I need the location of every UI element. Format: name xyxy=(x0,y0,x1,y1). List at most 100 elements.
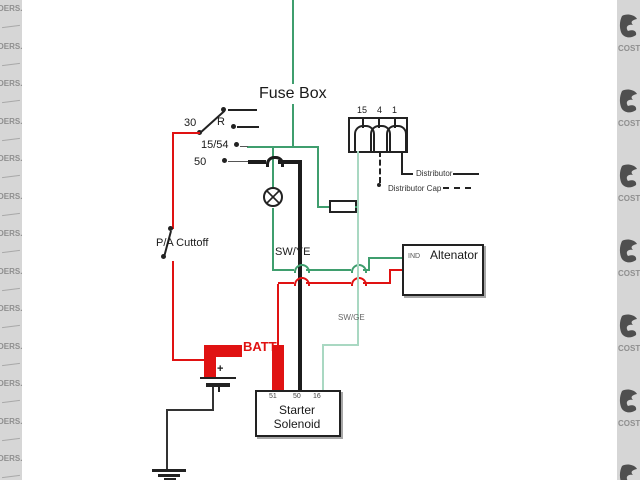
swge-label: SW/GE xyxy=(338,313,365,322)
wire-pa-to-battery-v xyxy=(172,261,174,361)
wire-swye-h1 xyxy=(248,160,266,164)
left-watermark-text: DERS. xyxy=(0,416,22,426)
wire-resistor-left xyxy=(319,206,331,208)
legend-distributor-label: Distributor xyxy=(416,169,453,178)
terminal-15-54-label: 15/54 xyxy=(201,139,229,151)
wire-charge-h4 xyxy=(389,269,402,271)
batt-label: BATT xyxy=(243,339,277,354)
coil-terminal-4-label: 4 xyxy=(377,105,383,115)
battery-neg-wire-v1 xyxy=(212,387,214,411)
left-watermark-dash xyxy=(2,137,20,141)
right-watermark-logo-icon xyxy=(619,14,639,45)
left-watermark-text: DERS. xyxy=(0,229,22,238)
swye-label: SW/YE xyxy=(275,246,311,258)
right-watermark-logo-icon xyxy=(619,164,639,195)
warning-lamp-icon xyxy=(263,187,283,207)
terminal-50-label: 50 xyxy=(194,156,207,168)
alternator-ind-terminal-label: IND xyxy=(408,253,421,260)
lever-contact-line xyxy=(228,109,257,111)
left-watermark-dash xyxy=(2,399,20,404)
legend-distributor-cap-line xyxy=(443,187,471,189)
legend-distributor-cap-label: Distributor Cap xyxy=(388,184,442,193)
lever-end-contact xyxy=(221,107,226,112)
battery-plus-sign: + xyxy=(217,363,224,375)
wire-ind-h2 xyxy=(306,269,351,271)
wire-15-54-horizontal xyxy=(247,146,319,148)
wire-charge-hop-black xyxy=(294,277,310,286)
terminal-30-label: 30 xyxy=(184,117,197,129)
battery-minus-stub xyxy=(218,387,220,392)
battery-plate-long xyxy=(200,377,236,379)
solenoid-terminal-51-label: 51 xyxy=(269,393,277,400)
right-watermark-logo-icon xyxy=(619,389,639,420)
wire-charge-step xyxy=(389,270,391,284)
terminal-r-line xyxy=(237,126,259,128)
battery-cable-to-solenoid xyxy=(272,345,284,390)
right-watermark-strip: COSTCOSTCOSTCOSTCOSTCOSTCOST xyxy=(617,0,640,480)
right-watermark-text: COST xyxy=(618,194,640,203)
coil-stub-1 xyxy=(394,119,396,128)
wire-ind-h3 xyxy=(363,269,370,271)
right-watermark-logo-icon xyxy=(619,239,639,270)
distributor-lead-h xyxy=(401,173,413,175)
right-watermark-logo-icon xyxy=(619,464,639,480)
terminal-r-contact xyxy=(231,124,236,129)
wire-lamp-upper xyxy=(272,148,274,188)
terminal-15-54-stub xyxy=(240,146,248,147)
battery-neg-wire-v2 xyxy=(166,409,168,470)
wire-lamp-lower xyxy=(272,208,274,270)
wire-30-feed-v xyxy=(172,132,174,229)
ballast-resistor xyxy=(329,200,357,213)
coil-terminal-15-label: 15 xyxy=(357,105,368,115)
wire-ind-h1 xyxy=(272,269,294,271)
left-watermark-strip: DERS. DERS. DERS. DERS. DERS. DERS. DERS. DERS.… xyxy=(0,0,22,480)
legend-distributor-line xyxy=(453,173,479,175)
terminal-r-label: R xyxy=(217,116,225,128)
wire-swye-vertical xyxy=(298,160,302,390)
left-watermark-text: DERS. xyxy=(0,379,22,388)
wire-fusebox-upper xyxy=(292,0,294,84)
right-watermark-logo-icon xyxy=(619,314,639,345)
left-watermark-text: DERS. xyxy=(0,191,22,201)
battery-neg-wire-h xyxy=(166,409,214,411)
coil-stub-15 xyxy=(362,119,364,128)
battery-cable-to-plus xyxy=(204,348,216,378)
left-watermark-dash xyxy=(2,324,20,329)
solenoid-title-line1: Starter xyxy=(278,403,315,417)
wire-pa-to-battery-h xyxy=(172,359,206,361)
distributor-cap-lead-end xyxy=(377,183,381,187)
wire-charge-hop-swge xyxy=(351,277,367,286)
left-watermark-text: DERS. xyxy=(0,341,22,351)
wire-ind-h4 xyxy=(368,257,402,259)
ground-symbol-line2 xyxy=(158,474,180,477)
left-watermark-text: DERS. xyxy=(0,154,22,163)
left-watermark-dash xyxy=(2,24,20,29)
left-watermark-text: DERS. xyxy=(0,454,22,463)
solenoid-title-line2: Solenoid xyxy=(273,417,321,431)
wire-charge-h3 xyxy=(363,282,390,284)
coil-winding-3 xyxy=(386,125,407,153)
terminal-50-stub xyxy=(228,161,248,162)
solenoid-terminal-16-label: 16 xyxy=(313,393,321,400)
left-watermark-text: DERS. xyxy=(0,266,22,276)
coil-winding-1 xyxy=(354,125,375,153)
left-watermark-text: DERS. xyxy=(0,41,22,51)
right-watermark-text: COST xyxy=(618,419,640,428)
coil-stub-4 xyxy=(378,119,380,128)
wire-charge-drop-to-batt xyxy=(277,284,279,345)
alternator-box xyxy=(402,244,484,296)
left-watermark-text: DERS. xyxy=(0,116,22,126)
pa-cutoff-bottom-contact xyxy=(161,254,166,259)
left-watermark-dash xyxy=(2,62,20,66)
right-watermark-text: COST xyxy=(618,44,640,53)
wire-30-feed-h xyxy=(174,132,200,134)
left-watermark-dash xyxy=(2,474,20,479)
left-watermark-text: DERS. xyxy=(0,304,22,313)
ground-symbol-line1 xyxy=(152,469,186,472)
wire-fusebox-lower xyxy=(292,104,294,148)
wire-swge-to-solenoid xyxy=(322,346,324,390)
wire-charge-h1 xyxy=(278,282,294,284)
wire-charge-h2 xyxy=(306,282,351,284)
left-watermark-dash xyxy=(2,174,20,179)
